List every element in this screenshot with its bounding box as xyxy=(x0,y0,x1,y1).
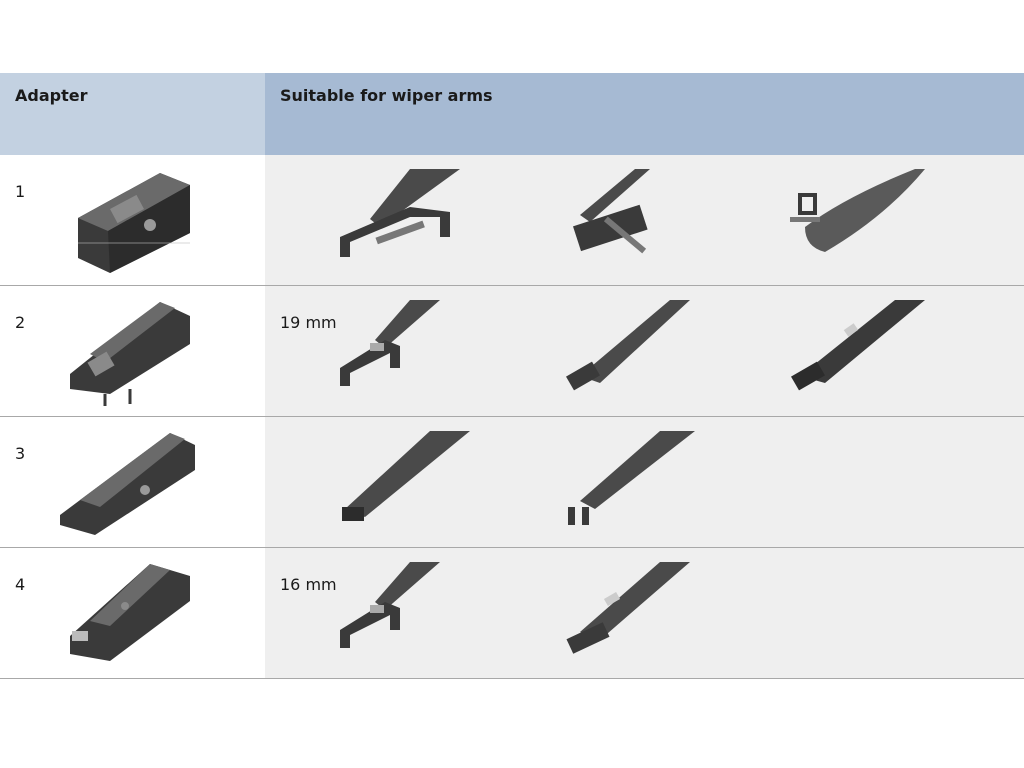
adapter-number: 1 xyxy=(15,182,26,201)
arm-size-label: 16 mm xyxy=(280,575,337,594)
adapter-cell: 2 xyxy=(0,286,265,416)
side-lock-arm-icon xyxy=(785,298,925,408)
hook-arm-icon xyxy=(330,167,470,277)
arms-cell xyxy=(265,417,1024,547)
table-row: 4 16 mm xyxy=(0,548,1024,679)
adapter-2-image xyxy=(50,294,210,409)
side-pin-arm-icon xyxy=(560,167,700,277)
table-row: 3 xyxy=(0,417,1024,548)
push-button-arm-icon xyxy=(560,298,700,408)
table-header: Adapter Suitable for wiper arms xyxy=(0,73,1024,155)
adapter-4-image xyxy=(50,556,210,671)
claw-arm-icon xyxy=(560,429,700,539)
adapter-number: 3 xyxy=(15,444,26,463)
header-wiper-arms: Suitable for wiper arms xyxy=(265,73,1024,155)
top-lock-arm-icon xyxy=(785,167,925,277)
pinch-tab-arm-icon xyxy=(330,429,470,539)
adapter-number: 2 xyxy=(15,313,26,332)
table-row: 1 xyxy=(0,155,1024,286)
adapter-1-image xyxy=(50,163,210,278)
table-row: 2 19 mm xyxy=(0,286,1024,417)
adapter-cell: 4 xyxy=(0,548,265,678)
compatibility-table: Adapter Suitable for wiper arms 1 xyxy=(0,73,1024,679)
arms-cell xyxy=(265,155,1024,285)
arms-cell: 19 mm xyxy=(265,286,1024,416)
arm-size-label: 19 mm xyxy=(280,313,337,332)
adapter-cell: 3 xyxy=(0,417,265,547)
adapter-cell: 1 xyxy=(0,155,265,285)
hook-arm-icon xyxy=(330,298,470,408)
adapter-3-image xyxy=(50,425,210,540)
arms-cell: 16 mm xyxy=(265,548,1024,678)
bayonet-arm-icon xyxy=(560,560,700,670)
header-adapter: Adapter xyxy=(0,73,265,155)
adapter-number: 4 xyxy=(15,575,26,594)
hook-arm-icon xyxy=(330,560,470,670)
